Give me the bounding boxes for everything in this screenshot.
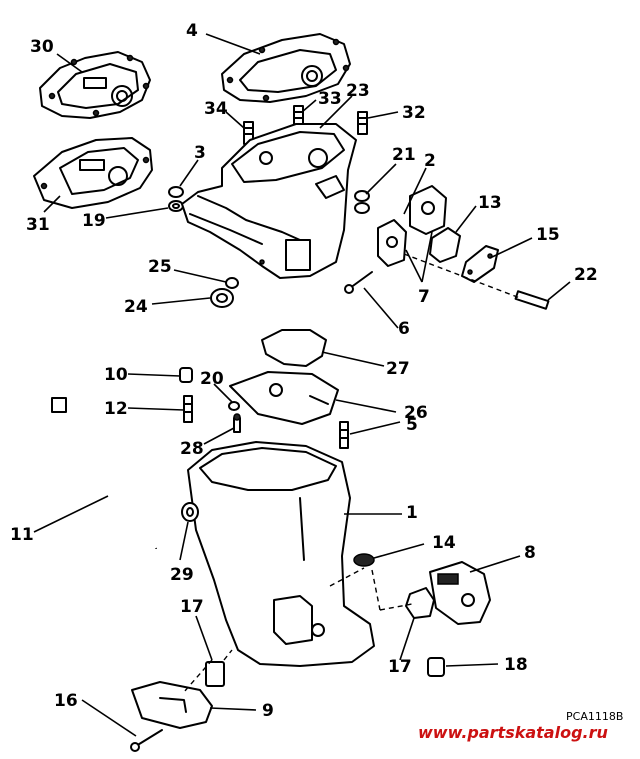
exhaust-housing-1 [187, 441, 375, 667]
stud-32 [357, 111, 368, 135]
screw-16 [130, 729, 163, 752]
pad-18 [427, 657, 445, 677]
callout-33: 33 [318, 89, 342, 109]
callout-3: 3 [194, 143, 206, 163]
callout-8: 8 [524, 543, 536, 563]
callout-29: 29 [170, 565, 194, 585]
oring-25 [225, 277, 239, 289]
bracket-7 [377, 219, 407, 267]
plate-26 [229, 371, 339, 425]
callout-2: 2 [424, 151, 436, 171]
nut-21 [354, 190, 370, 214]
reference-code: PCA1118B [566, 710, 623, 723]
callout-28: 28 [180, 439, 204, 459]
callout-27: 27 [386, 359, 410, 379]
callout-25: 25 [148, 257, 172, 277]
plate-15 [461, 245, 499, 283]
callout-6: 6 [398, 319, 410, 339]
stud-5 [339, 421, 349, 449]
callout-9: 9 [262, 701, 274, 721]
leader-lines [33, 33, 571, 737]
callout-19: 19 [82, 211, 106, 231]
screw-6 [344, 271, 373, 294]
bracket-8 [429, 561, 491, 625]
callout-11: 11 [10, 525, 34, 545]
callout-21: 21 [392, 145, 416, 165]
plug-24 [210, 288, 234, 308]
bracket-2 [409, 185, 447, 235]
callout-1: 1 [406, 503, 418, 523]
pad-13 [429, 227, 461, 263]
callout-13: 13 [478, 193, 502, 213]
callout-15: 15 [536, 225, 560, 245]
tube-11 [51, 397, 158, 549]
callout-14: 14 [432, 533, 456, 553]
watermark-text: www.partskatalog.ru [418, 723, 608, 742]
callout-23: 23 [346, 81, 370, 101]
callout-10: 10 [104, 365, 128, 385]
cap-14 [353, 553, 375, 567]
washer-19 [168, 200, 184, 212]
callout-17-right: 17 [388, 657, 412, 677]
stud-12 [183, 395, 193, 423]
callout-24: 24 [124, 297, 148, 317]
callout-12: 12 [104, 399, 128, 419]
callout-18: 18 [504, 655, 528, 675]
gasket-30 [39, 51, 151, 119]
cover-9 [131, 681, 213, 729]
callout-20: 20 [200, 369, 224, 389]
callout-16: 16 [54, 691, 78, 711]
adapter-plate-31 [33, 137, 153, 209]
callout-4: 4 [186, 21, 198, 41]
callout-31: 31 [26, 215, 50, 235]
assembly-lines [183, 567, 413, 693]
bushing-10 [179, 367, 193, 383]
pad-17-right [405, 587, 435, 619]
callout-7: 7 [418, 287, 430, 307]
screw-28 [233, 413, 241, 433]
callout-32: 32 [402, 103, 426, 123]
washer-20 [228, 401, 240, 411]
callout-22: 22 [574, 265, 598, 285]
callout-5: 5 [406, 415, 418, 435]
pad-17-left [205, 661, 225, 687]
callout-26: 26 [404, 403, 428, 423]
nut-3 [168, 186, 184, 198]
callout-30: 30 [30, 37, 54, 57]
callout-34: 34 [204, 99, 228, 119]
callout-labels: 30 4 23 33 34 32 3 21 2 19 31 13 15 25 2… [10, 21, 598, 721]
grommet-29 [181, 502, 199, 522]
upper-housing-23 [181, 123, 357, 279]
gasket-27 [261, 329, 327, 367]
callout-17-left: 17 [180, 597, 204, 617]
bolt-22 [403, 253, 550, 310]
